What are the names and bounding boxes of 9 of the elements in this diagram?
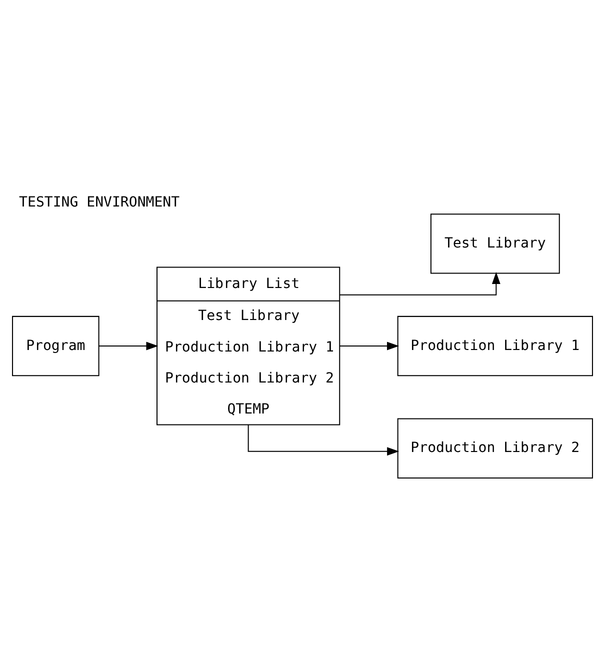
- arrow: [248, 424, 400, 456]
- diagram-title: TESTING ENVIRONMENT: [19, 194, 180, 210]
- arrow: [340, 272, 500, 296]
- node-box: Production Library 2: [397, 418, 593, 478]
- node-box: Test Library: [430, 214, 560, 274]
- arrow: [340, 342, 400, 350]
- node-box: Production Library 1: [397, 316, 593, 376]
- node-box: Program: [12, 316, 100, 376]
- arrow: [98, 342, 158, 350]
